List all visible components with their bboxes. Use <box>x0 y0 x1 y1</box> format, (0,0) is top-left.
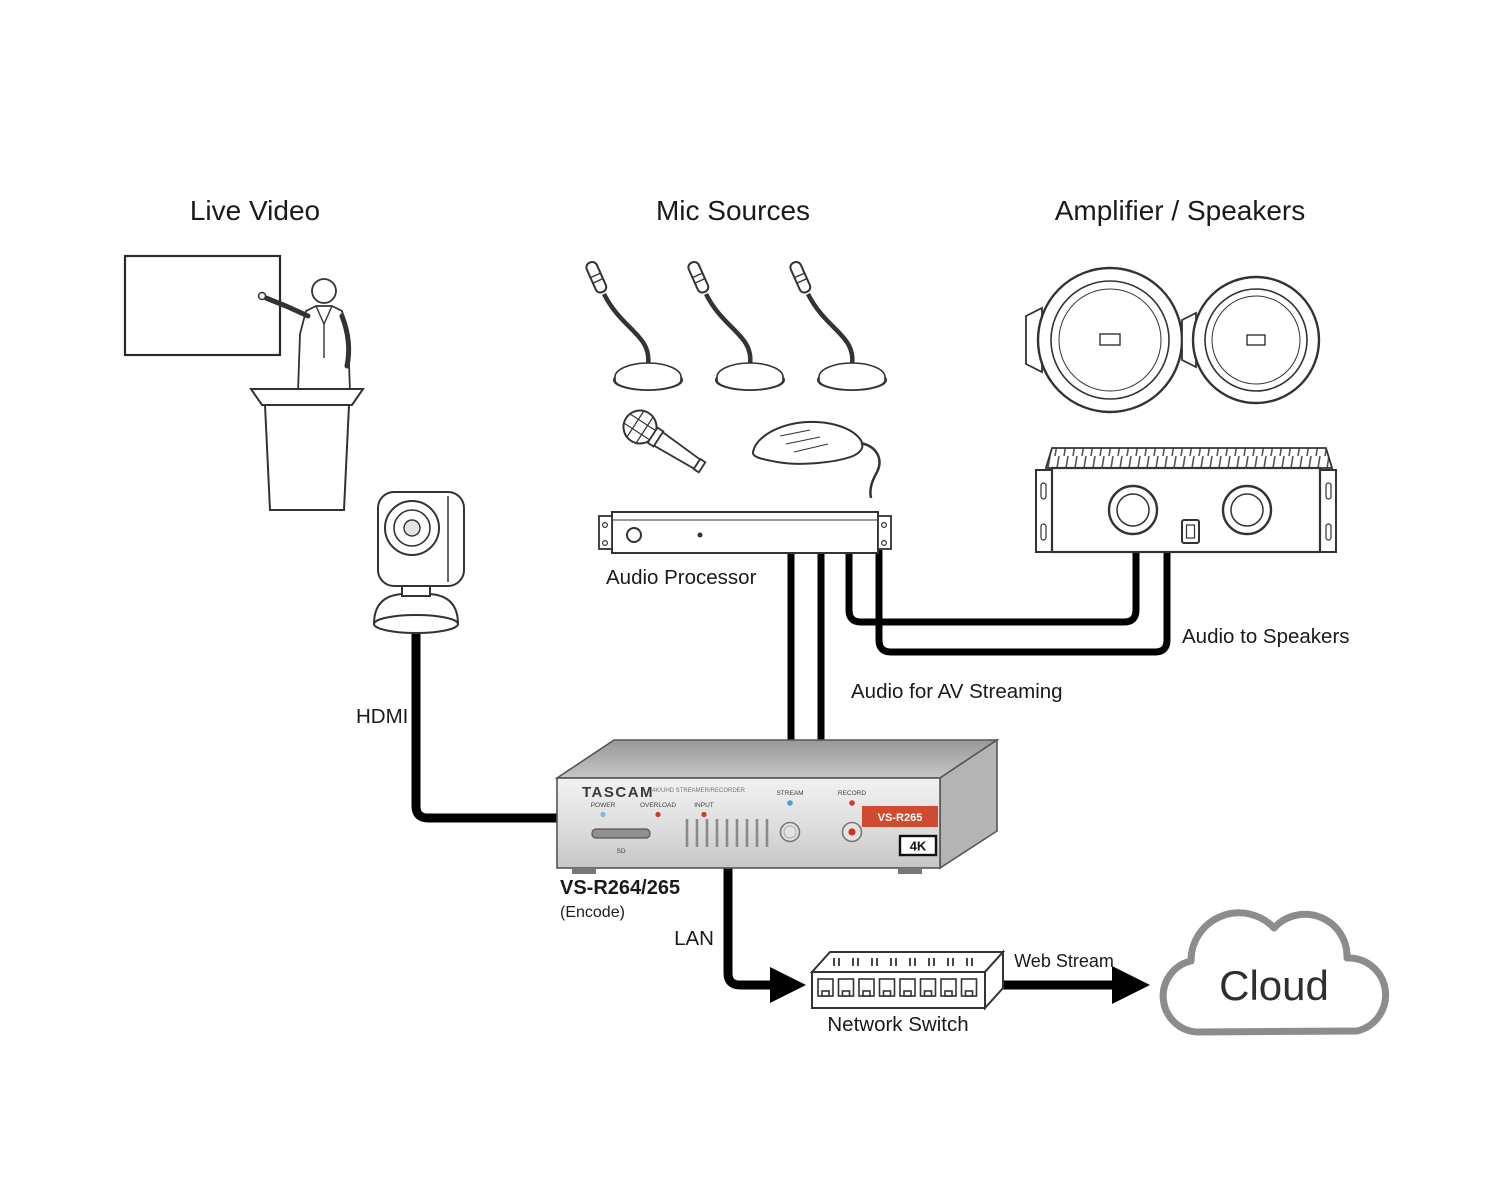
vent-slots <box>685 819 769 847</box>
cloud-label: Cloud <box>1219 962 1329 1009</box>
presentation-screen <box>123 254 282 357</box>
amplifier-device <box>1035 447 1337 554</box>
boundary-mic-cable <box>860 441 881 499</box>
switch-top-indicators <box>833 958 973 966</box>
amplifier-speakers-scene <box>1025 266 1337 554</box>
podium <box>249 388 365 511</box>
presenter <box>257 278 352 393</box>
web-stream-label: Web Stream <box>1014 951 1114 971</box>
live-video-scene <box>123 254 465 634</box>
live-video-title: Live Video <box>190 195 320 226</box>
encoder-mode-label: (Encode) <box>560 904 625 921</box>
power-led-label: POWER <box>591 802 616 809</box>
speaker-cable-2 <box>875 545 1171 656</box>
stream-button <box>779 821 801 843</box>
record-led <box>849 800 855 806</box>
speaker-cable-1 <box>845 545 1140 626</box>
web-stream-arrowhead <box>1112 966 1150 1004</box>
input-led-label: INPUT <box>694 802 714 809</box>
model-badge-text: VS-R265 <box>878 812 923 824</box>
sd-slot-label: SD <box>616 848 625 855</box>
audio-to-speakers-label: Audio to Speakers <box>1182 625 1350 648</box>
mic-sources-title: Mic Sources <box>656 195 810 226</box>
lan-label: LAN <box>674 927 714 950</box>
gooseneck-mic-1 <box>585 260 682 390</box>
boundary-mic-icon <box>751 421 881 499</box>
handheld-mic-icon <box>622 409 707 474</box>
hand <box>257 291 267 301</box>
cloud-outline <box>1159 909 1390 1036</box>
processor-led <box>697 532 703 538</box>
mic-sources-scene <box>585 260 892 554</box>
cloud-icon: Cloud <box>1159 909 1390 1036</box>
record-label: RECORD <box>838 790 866 797</box>
encoder-device: TASCAM 4K/UHD STREAMER/RECORDER POWER OV… <box>554 738 1000 874</box>
switch-ports <box>817 978 978 997</box>
processor-knob <box>626 527 642 543</box>
hdmi-label: HDMI <box>356 705 408 728</box>
stream-led <box>787 800 793 806</box>
audio-processor-label: Audio Processor <box>606 566 757 589</box>
gooseneck-mic-2 <box>687 260 784 390</box>
lan-cable <box>723 864 770 990</box>
overload-led-label: OVERLOAD <box>640 802 676 809</box>
encoder-model-label: VS-R264/265 <box>560 877 680 899</box>
ceiling-speaker-2 <box>1181 275 1321 405</box>
lan-arrowhead <box>770 967 806 1003</box>
amplifier-speakers-title: Amplifier / Speakers <box>1055 195 1306 226</box>
pointing-arm <box>263 295 311 319</box>
stream-label: STREAM <box>776 790 803 797</box>
network-switch-device <box>809 949 1006 1011</box>
power-led <box>600 811 606 818</box>
encoder-product-type: 4K/UHD STREAMER/RECORDER <box>652 788 746 794</box>
encoder-top-face <box>554 739 1000 779</box>
audio-for-av-streaming-label: Audio for AV Streaming <box>851 680 1063 703</box>
overload-led <box>655 811 661 818</box>
tascam-logo: TASCAM <box>582 784 654 801</box>
ceiling-speaker-1 <box>1025 266 1184 414</box>
gooseneck-mic-3 <box>789 260 886 390</box>
amplifier-heatsink <box>1044 447 1334 469</box>
input-led <box>701 811 707 818</box>
ptz-camera <box>372 491 465 634</box>
4k-badge <box>898 834 938 857</box>
sd-card-slot <box>591 828 651 839</box>
network-switch-label: Network Switch <box>827 1013 968 1036</box>
hdmi-cable <box>411 626 562 823</box>
audio-processor-device <box>598 511 892 554</box>
cables <box>411 545 1171 1004</box>
model-badge <box>862 806 938 827</box>
4k-badge-text: 4K <box>910 839 927 854</box>
